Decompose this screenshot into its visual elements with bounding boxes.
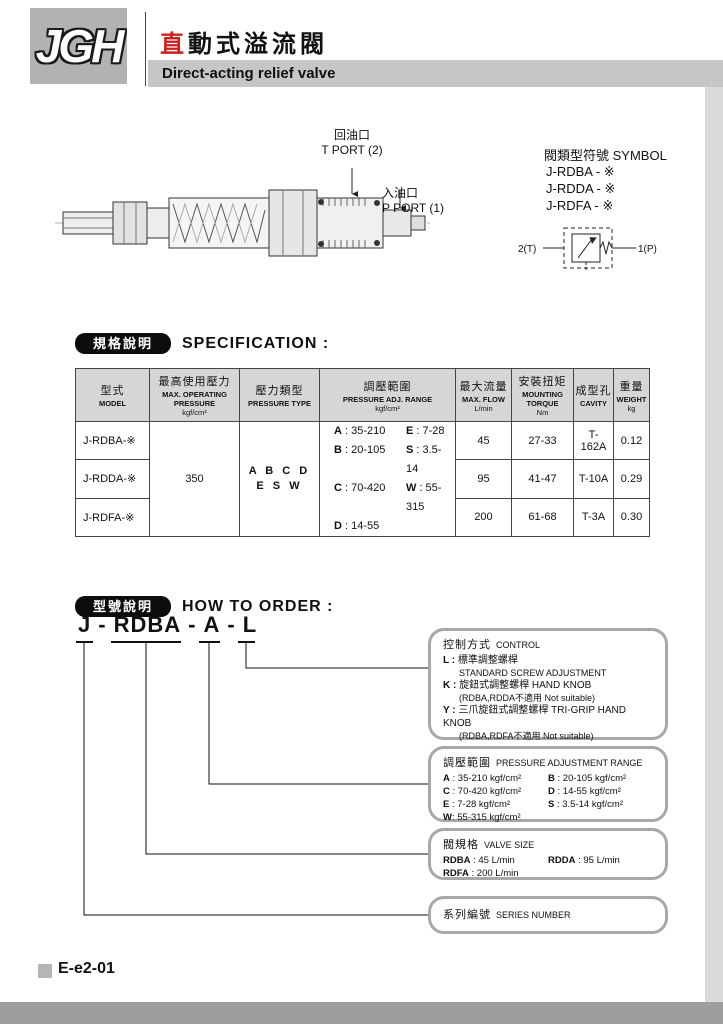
weight-cell: 0.12 [613, 420, 650, 461]
symbol-port-right-label: 1(P) [638, 244, 657, 255]
size-option: RDDA : 95 L/min [548, 855, 620, 866]
model-code: J-RDBA-A-L [78, 612, 257, 638]
max-pressure-cell: 350 [149, 421, 240, 537]
page-title-en: Direct-acting relief valve [162, 65, 336, 82]
torque-cell: 27-33 [511, 420, 574, 461]
footer-bullet-square [38, 964, 52, 978]
range-option: S : 3.5-14 kgf/cm² [548, 799, 623, 810]
range-option-grid: A : 35-210 kgf/cm² B : 20-105 kgf/cm² C … [443, 772, 653, 824]
range-option: A : 35-210 kgf/cm² [443, 773, 522, 784]
control-option-note: STANDARD SCREW ADJUSTMENT [459, 668, 607, 678]
code-segment-control: L [242, 612, 258, 637]
how-to-order-heading: HOW TO ORDER : [182, 598, 334, 615]
brand-logo-text: JGH [35, 20, 125, 72]
valve-cross-section-drawing [55, 168, 433, 257]
page-title-zh: 直動式溢流閥 [160, 24, 328, 59]
code-segment-range: A [203, 612, 221, 637]
max-flow-cell: 95 [455, 459, 512, 499]
table-row: J-RDBA-※ 350 A B C D E S W A : 35-210 E … [75, 420, 650, 537]
symbol-model-list: J-RDBA - ※ J-RDDA - ※ J-RDFA - ※ [546, 163, 615, 214]
symbol-section-title: 閥類型符號 SYMBOL [544, 145, 667, 164]
size-option: RDFA : 200 L/min [443, 868, 519, 879]
weight-cell: 0.29 [613, 459, 650, 499]
range-option: C : 70-420 kgf/cm² [443, 786, 522, 797]
symbol-port-left-label: 2(T) [518, 244, 536, 255]
brand-logo: JGH [30, 8, 127, 84]
control-option-note: (RDBA,RDDA不適用 Not suitable) [459, 693, 596, 703]
code-segment-valve-size: RDBA [113, 612, 182, 637]
symbol-model-item: J-RDFA - ※ [546, 198, 614, 213]
specification-heading: SPECIFICATION : [182, 335, 330, 352]
model-cell: J-RDDA-※ [75, 459, 150, 499]
cavity-cell: T-10A [573, 459, 614, 499]
size-option-grid: RDBA : 45 L/min RDDA : 95 L/min RDFA : 2… [443, 854, 653, 880]
model-cell: J-RDBA-※ [75, 420, 150, 461]
code-segment-series: J [78, 612, 92, 637]
t-port-label-en: T PORT (2) [321, 143, 383, 157]
range-option: E : 7-28 kgf/cm² [443, 799, 511, 810]
max-flow-cell: 200 [455, 497, 512, 538]
adj-range-grid: A : 35-210 E : 7-28 B : 20-105 S : 3.5-1… [334, 425, 445, 532]
max-flow-cell: 45 [455, 420, 512, 461]
weight-cell: 0.30 [613, 497, 650, 538]
page-title-rest: 動式溢流閥 [188, 31, 328, 58]
symbol-model-item: J-RDBA - ※ [546, 164, 615, 179]
adj-range-cell: A : 35-210 E : 7-28 B : 20-105 S : 3.5-1… [319, 421, 456, 537]
specification-pill: 規格說明 [75, 333, 171, 354]
hydraulic-symbol-diagram: 2(T) 1(P) [518, 227, 657, 272]
control-option-note: (RDBA,RDFA不適用 Not suitable) [459, 731, 594, 741]
range-option: B : 20-105 kgf/cm² [548, 773, 627, 784]
table-row: J-RDFA-※ 200 61-68 T-3A 0.30 [75, 497, 650, 538]
model-cell: J-RDFA-※ [75, 497, 150, 538]
code-separator: - [98, 612, 107, 637]
torque-cell: 41-47 [511, 459, 574, 499]
range-option: W: 55-315 kgf/cm² [443, 812, 521, 823]
p-port-label: 入油口 P PORT (1) [382, 186, 444, 216]
page-title-accent-char: 直 [160, 31, 188, 58]
p-port-label-en: P PORT (1) [382, 201, 445, 215]
size-option: RDBA : 45 L/min [443, 855, 515, 866]
t-port-label-zh: 回油口 [333, 128, 370, 142]
control-option: L : 標準調整螺桿 [443, 655, 518, 666]
control-option: Y : 三爪旋鈕式調整螺桿 TRI-GRIP HAND KNOB [443, 705, 626, 729]
code-separator: - [188, 612, 197, 637]
t-port-label: 回油口 T PORT (2) [312, 128, 392, 158]
symbol-title-zh: 閥類型符號 [544, 148, 610, 163]
page-number: E-e2-01 [58, 960, 115, 977]
cavity-cell: T-3A [573, 497, 614, 538]
page-title-en-bar: Direct-acting relief valve [148, 60, 723, 87]
how-to-order-pill: 型號說明 [75, 596, 171, 617]
torque-cell: 61-68 [511, 497, 574, 538]
code-separator: - [227, 612, 236, 637]
symbol-title-en: SYMBOL [612, 148, 667, 163]
pressure-type-cell: A B C D E S W [239, 421, 320, 537]
bottom-margin-bar [0, 1002, 723, 1024]
range-option: D : 14-55 kgf/cm² [548, 786, 621, 797]
cavity-cell: T-162A [573, 420, 614, 461]
right-margin-strip [705, 87, 723, 1002]
control-option: K : 旋鈕式調整螺桿 HAND KNOB [443, 680, 592, 691]
header-divider [145, 12, 146, 86]
symbol-model-item: J-RDDA - ※ [546, 181, 616, 196]
p-port-label-zh: 入油口 [382, 186, 419, 200]
